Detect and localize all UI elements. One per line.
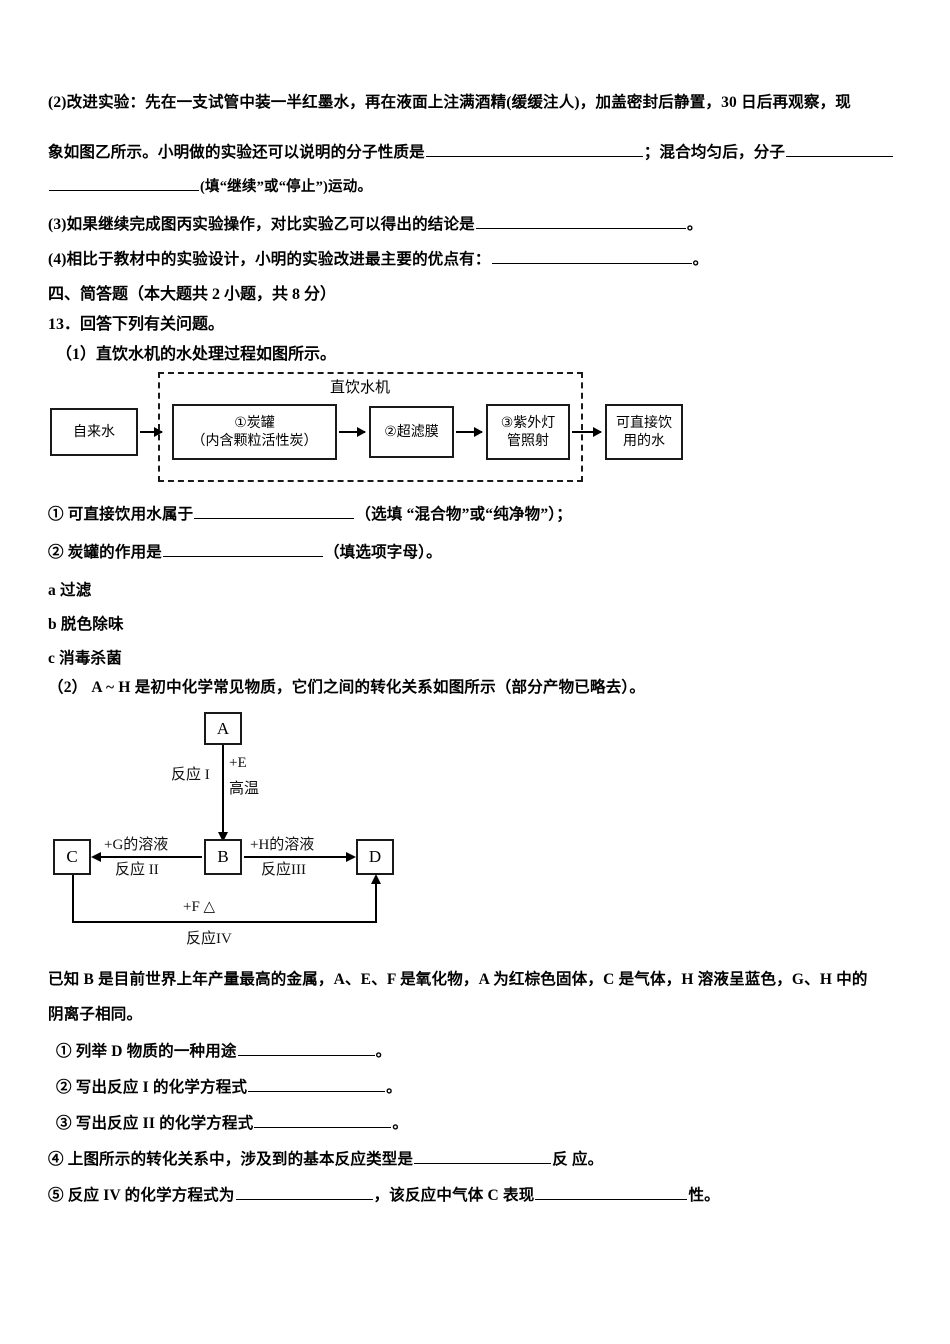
q13-2-item-3: ③ 写出反应 II 的化学方程式 。 xyxy=(56,1109,408,1138)
q13-2-item-1-text-b: 。 xyxy=(375,1043,392,1060)
q13-2-item-2-text-b: 。 xyxy=(386,1079,402,1096)
flow-node-carbon-tank[interactable]: ①炭罐 （内含颗粒活性炭） xyxy=(172,404,337,460)
flow-node-uv-lamp-label-2: 管照射 xyxy=(507,433,549,449)
flow-node-ultrafiltration-membrane-label: ②超滤膜 xyxy=(384,424,439,440)
flow-node-carbon-tank-label-2: （内含颗粒活性炭） xyxy=(191,433,318,449)
flow-node-uv-lamp[interactable]: ③紫外灯 管照射 xyxy=(486,404,570,460)
q13-2-blank-4[interactable] xyxy=(414,1149,552,1164)
reaction-box-C-label: C xyxy=(66,847,78,866)
q13-1-option-b[interactable]: b 脱色除味 xyxy=(48,616,124,633)
reaction-arrow-4-segment-down xyxy=(72,875,74,923)
flow-node-carbon-tank-label-1: ①炭罐 xyxy=(234,415,275,431)
question-13-title: 13．回答下列有关问题。 xyxy=(48,316,225,333)
reaction-1-condition-label: 高温 xyxy=(229,781,260,797)
q13-1-option-a[interactable]: a 过滤 xyxy=(48,582,92,599)
q13-1-item-2-text-a: ② 炭罐的作用是 xyxy=(48,544,162,561)
q13-1-item-1: ① 可直接饮用水属于 （选填 “混合物”或“纯净物”）； xyxy=(48,500,572,529)
reaction-1-label: 反应 I xyxy=(171,767,210,783)
q12-blank-5[interactable] xyxy=(491,249,692,264)
q12-part2-line2-text-a: 象如图乙所示。小明做的实验还可以说明的分子性质是 xyxy=(48,144,425,161)
q12-part3-text-a: (3)如果继续完成图丙实验操作，对比实验乙可以得出的结论是 xyxy=(48,216,475,233)
q13-2-item-3-text-a: ③ 写出反应 II 的化学方程式 xyxy=(56,1115,254,1132)
q12-blank-3[interactable] xyxy=(49,176,199,191)
section-4-heading: 四、简答题（本大题共 2 小题，共 8 分） xyxy=(48,286,337,303)
q13-1-item-2: ② 炭罐的作用是 （填选项字母）。 xyxy=(48,538,442,567)
q13-2-item-2-text-a: ② 写出反应 I 的化学方程式 xyxy=(56,1079,248,1096)
q12-part2-line1: (2)改进实验：先在一支试管中装一半红墨水，再在液面上注满酒精(缓缓注人)，加盖… xyxy=(48,94,851,111)
q12-part4: (4)相比于教材中的实验设计，小明的实验改进最主要的优点有： 。 xyxy=(48,245,708,274)
reaction-3-reagent-label: +H的溶液 xyxy=(250,837,315,853)
flow-node-drinkable-water[interactable]: 可直接饮 用的水 xyxy=(605,404,683,460)
q13-2-given-line1: 已知 B 是目前世界上年产量最高的金属，A、E、F 是氧化物，A 为红棕色固体，… xyxy=(48,971,868,988)
q13-2-item-5-text-c: 性。 xyxy=(688,1187,720,1204)
q12-part2-line2-text-b: ；混合均匀后，分子 xyxy=(643,144,786,161)
q13-2-item-1: ① 列举 D 物质的一种用途 。 xyxy=(56,1037,391,1066)
reaction-2-reagent-label: +G的溶液 xyxy=(104,837,169,853)
flow-node-tap-water[interactable]: 自来水 xyxy=(50,408,138,456)
flow-node-drinkable-water-label-1: 可直接饮 xyxy=(616,415,672,431)
q13-2-item-5: ⑤ 反应 IV 的化学方程式为 ，该反应中气体 C 表现 性。 xyxy=(48,1181,720,1210)
reaction-box-B-label: B xyxy=(217,847,229,866)
water-purifier-flowchart: 直饮水机 自来水 ①炭罐 （内含颗粒活性炭） ②超滤膜 ③紫外灯 管照射 可直接… xyxy=(45,368,745,486)
q13-2-given-line2: 阴离子相同。 xyxy=(48,1006,143,1023)
q12-part3: (3)如果继续完成图丙实验操作，对比实验乙可以得出的结论是 。 xyxy=(48,210,703,239)
q13-1-item-1-text-b: （选填 “混合物”或“纯净物”）； xyxy=(355,506,572,523)
q13-2-item-3-text-b: 。 xyxy=(392,1115,409,1132)
flow-arrow-2 xyxy=(339,427,366,437)
purifier-title: 直饮水机 xyxy=(330,378,391,396)
flow-arrow-4 xyxy=(572,427,602,437)
reaction-box-D[interactable]: D xyxy=(356,839,394,875)
reaction-2-label: 反应 II xyxy=(115,862,159,878)
reaction-4-reagent-label: +F △ xyxy=(183,899,216,915)
q13-2-item-1-text-a: ① 列举 D 物质的一种用途 xyxy=(56,1043,237,1060)
q13-1-item-1-text-a: ① 可直接饮用水属于 xyxy=(48,506,194,523)
reaction-box-B[interactable]: B xyxy=(204,839,242,875)
reaction-arrow-4-segment-across xyxy=(72,921,376,923)
q12-part2-line3-text: (填“继续”或“停止”)运动。 xyxy=(200,179,373,195)
flow-arrow-1 xyxy=(140,427,163,437)
q13-2-item-4: ④ 上图所示的转化关系中，涉及到的基本反应类型是 反 应。 xyxy=(48,1145,603,1174)
q13-1-item-2-text-b: （填选项字母）。 xyxy=(323,544,442,561)
reaction-box-C[interactable]: C xyxy=(53,839,91,875)
q13-2-blank-1[interactable] xyxy=(237,1041,375,1056)
q13-2-blank-6[interactable] xyxy=(535,1185,688,1200)
q12-blank-4[interactable] xyxy=(475,214,686,229)
q12-part2-line2: 象如图乙所示。小明做的实验还可以说明的分子性质是 ；混合均匀后，分子 xyxy=(48,138,894,167)
q13-2-blank-5[interactable] xyxy=(235,1185,373,1200)
reaction-arrow-2-B-to-C xyxy=(91,852,202,861)
q13-2-item-5-text-b: ，该反应中气体 C 表现 xyxy=(373,1187,535,1204)
flow-node-ultrafiltration-membrane[interactable]: ②超滤膜 xyxy=(369,406,454,458)
q13-1-blank-1[interactable] xyxy=(194,504,355,519)
q12-part4-text-a: (4)相比于教材中的实验设计，小明的实验改进最主要的优点有： xyxy=(48,251,491,268)
reaction-arrow-4-segment-up xyxy=(371,874,380,923)
q13-2-blank-3[interactable] xyxy=(254,1113,392,1128)
reaction-box-A-label: A xyxy=(216,718,230,738)
reaction-transformation-diagram: A 反应 I +E 高温 B C D +G的溶液 反应 II +H的溶液 反应I… xyxy=(45,705,465,955)
q13-2-item-5-text-a: ⑤ 反应 IV 的化学方程式为 xyxy=(48,1187,235,1204)
q13-2-item-2: ② 写出反应 I 的化学方程式 。 xyxy=(56,1073,402,1102)
flow-node-uv-lamp-label-1: ③紫外灯 xyxy=(500,415,556,431)
q12-part2-line3: (填“继续”或“停止”)运动。 xyxy=(48,172,372,202)
reaction-arrow-3-B-to-D xyxy=(244,852,356,861)
q12-part3-text-b: 。 xyxy=(686,216,703,233)
reaction-1-reagent-label: +E xyxy=(229,755,247,771)
q12-blank-1[interactable] xyxy=(425,142,643,157)
q13-1-blank-2[interactable] xyxy=(162,542,323,557)
q13-1-option-c[interactable]: c 消毒杀菌 xyxy=(48,650,122,667)
q13-2-item-4-text-b: 反 应。 xyxy=(552,1151,604,1168)
q13-2-blank-2[interactable] xyxy=(248,1077,386,1092)
reaction-4-label: 反应IV xyxy=(186,931,232,947)
flow-arrow-3 xyxy=(456,427,483,437)
reaction-3-label: 反应III xyxy=(261,862,306,878)
reaction-box-D-label: D xyxy=(368,847,382,866)
reaction-arrow-1-A-to-B xyxy=(218,745,227,842)
q12-part4-text-b: 。 xyxy=(692,251,709,268)
flow-node-tap-water-label: 自来水 xyxy=(73,424,115,440)
q13-2-item-4-text-a: ④ 上图所示的转化关系中，涉及到的基本反应类型是 xyxy=(48,1151,414,1168)
flow-node-drinkable-water-label-2: 用的水 xyxy=(623,433,665,449)
question-13-1-title: （1）直饮水机的水处理过程如图所示。 xyxy=(56,346,337,363)
q13-2-title: （2） A ~ H 是初中化学常见物质，它们之间的转化关系如图所示（部分产物已略… xyxy=(48,679,646,696)
q12-blank-2[interactable] xyxy=(786,142,894,157)
reaction-box-A[interactable]: A xyxy=(204,712,242,745)
